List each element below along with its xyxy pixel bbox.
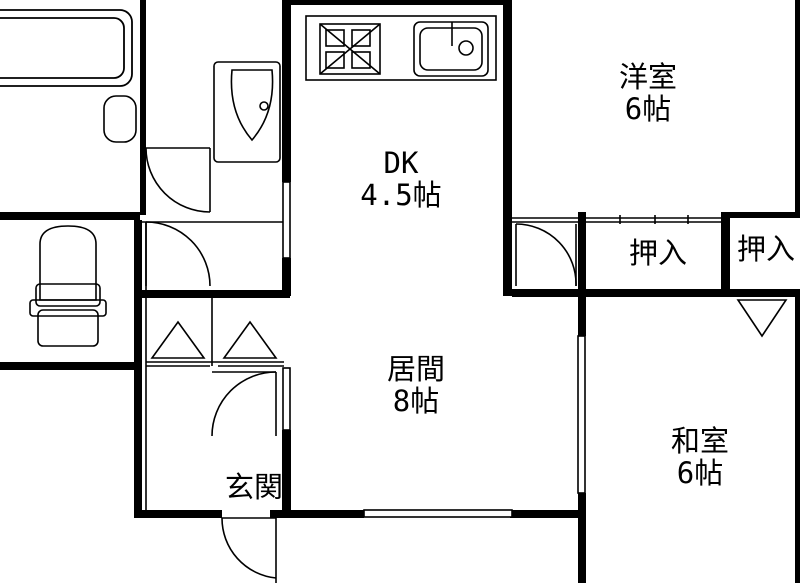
windows <box>282 181 689 518</box>
room-name-closet-a: 押入 <box>628 236 687 270</box>
room-size-western: 6帖 <box>624 91 672 126</box>
wall-japanese-left-lower <box>578 493 586 583</box>
wall-dk-top <box>290 0 512 5</box>
wall-closet-bottom <box>512 289 800 297</box>
door-entrance <box>221 517 277 583</box>
wall-entry-bottom <box>134 510 222 518</box>
wall-bath-left <box>140 0 146 215</box>
room-label-dk: DK 4.5帖 <box>346 146 456 212</box>
wall-western-right <box>795 0 800 215</box>
wall-closet-top <box>722 212 800 218</box>
shoe-cabinet-icon <box>150 299 788 359</box>
wall-bath-bottom <box>0 212 140 220</box>
room-size-dk: 4.5帖 <box>360 177 442 212</box>
wall-entry-bottom-right <box>270 510 364 518</box>
washbasin-icon <box>213 61 281 163</box>
room-name-entrance: 玄関 <box>224 470 283 504</box>
window-japanese-left <box>577 335 586 494</box>
room-name-living: 居間 <box>386 352 445 386</box>
wall-toilet-bottom <box>0 362 140 370</box>
room-label-western: 洋室 6帖 <box>608 60 688 126</box>
room-name-closet-b: 押入 <box>736 232 795 266</box>
room-label-closet-b: 押入 <box>733 232 799 266</box>
toilet-icon <box>29 225 107 347</box>
wall-living-bottom <box>510 510 582 518</box>
wall-dk-right <box>503 0 512 296</box>
room-label-japanese: 和室 6帖 <box>660 424 740 490</box>
room-name-dk: DK <box>383 146 419 180</box>
wall-japanese-right <box>795 296 800 583</box>
wall-japanese-left <box>578 296 586 336</box>
wall-closet-left <box>578 212 586 302</box>
window-dk-bottom <box>363 509 513 518</box>
room-label-entrance: 玄関 <box>216 470 292 504</box>
stove-icon <box>319 23 381 75</box>
sink-icon <box>413 21 489 77</box>
wall-entry-left <box>134 290 142 518</box>
door-toilet <box>145 221 211 287</box>
kitchen-counter <box>305 15 497 81</box>
wall-hall-top <box>140 290 290 298</box>
bath-drain-icon <box>103 95 137 143</box>
room-label-living: 居間 8帖 <box>376 352 456 418</box>
room-size-living: 8帖 <box>392 383 440 418</box>
window-living-left <box>282 367 291 431</box>
room-name-western: 洋室 <box>618 60 677 94</box>
doors <box>145 147 577 583</box>
wall-living-left <box>282 430 291 512</box>
room-size-japanese: 6帖 <box>676 455 724 490</box>
door-western <box>515 223 577 287</box>
door-hall-closet <box>211 371 277 437</box>
room-name-japanese: 和室 <box>670 424 729 458</box>
wall-kitchen-left <box>282 0 291 182</box>
wall-closet-mid <box>721 212 730 297</box>
room-label-closet-a: 押入 <box>618 236 698 270</box>
wall-kitchen-left-lower <box>282 258 291 296</box>
door-bath <box>145 147 211 213</box>
window-kitchen-left <box>282 181 291 259</box>
bathtub-icon <box>0 9 133 87</box>
